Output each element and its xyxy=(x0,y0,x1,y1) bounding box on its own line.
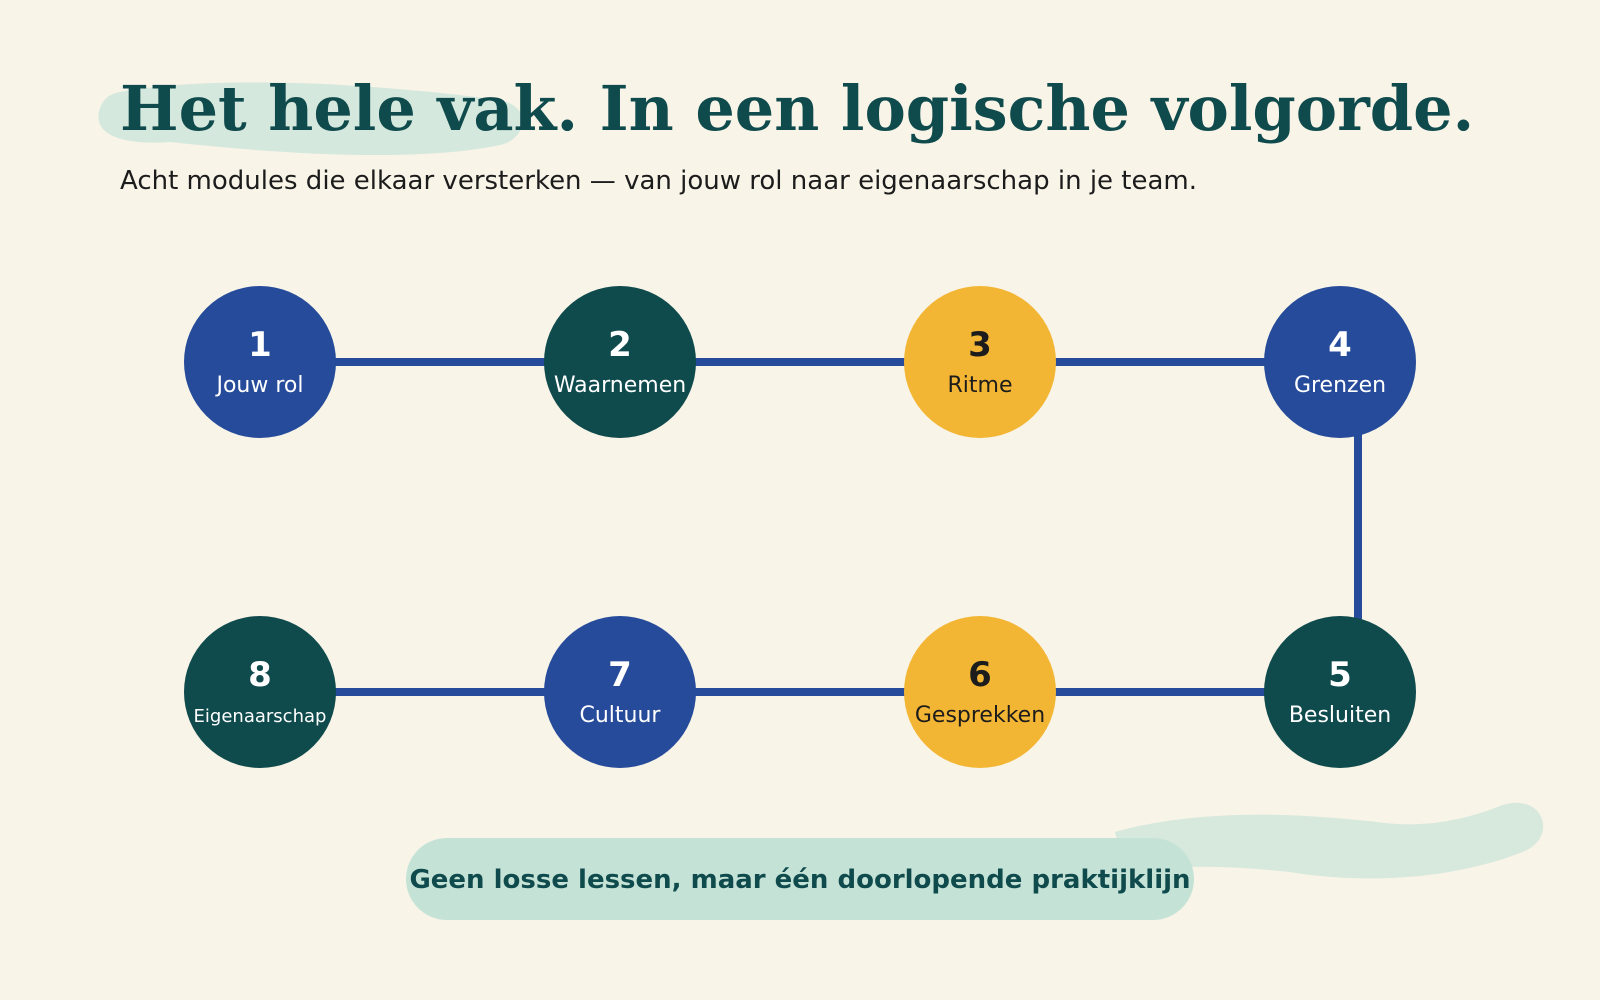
module-circle xyxy=(904,286,1056,438)
module-label: Gesprekken xyxy=(915,703,1045,728)
module-label: Ritme xyxy=(948,373,1013,398)
page-title: Het hele vak. In een logische volgorde. xyxy=(120,72,1475,145)
module-label: Eigenaarschap xyxy=(194,706,327,727)
module-circle xyxy=(1264,616,1416,768)
module-number: 6 xyxy=(968,655,992,695)
connector-lines xyxy=(260,358,1362,696)
tagline-pill xyxy=(406,838,1194,920)
module-circle xyxy=(184,286,336,438)
brush-stroke-decoration-footer xyxy=(1115,802,1544,879)
module-label: Waarnemen xyxy=(554,373,686,398)
module-number: 2 xyxy=(608,325,632,365)
module-number: 7 xyxy=(608,655,632,695)
module-number: 4 xyxy=(1328,325,1352,365)
page-subtitle: Acht modules die elkaar versterken — van… xyxy=(120,166,1198,196)
module-number: 3 xyxy=(968,325,992,365)
module-label: Jouw rol xyxy=(214,373,303,398)
module-label: Grenzen xyxy=(1294,373,1386,398)
module-circle xyxy=(904,616,1056,768)
module-label: Cultuur xyxy=(580,703,662,728)
module-circle xyxy=(544,286,696,438)
module-circle xyxy=(184,616,336,768)
module-label: Besluiten xyxy=(1289,703,1391,728)
module-number: 5 xyxy=(1328,655,1352,695)
brush-stroke-decoration-title xyxy=(98,82,523,156)
module-circle xyxy=(544,616,696,768)
module-circle xyxy=(1264,286,1416,438)
module-number: 8 xyxy=(248,655,272,695)
module-number: 1 xyxy=(248,325,272,365)
tagline-text: Geen losse lessen, maar één doorlopende … xyxy=(409,865,1191,895)
